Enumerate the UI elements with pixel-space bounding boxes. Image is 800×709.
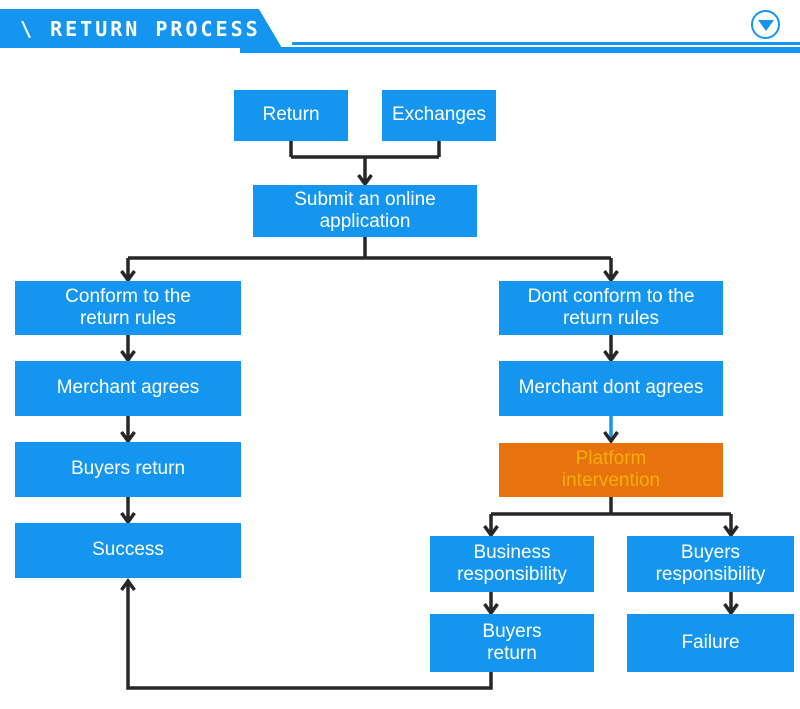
node-label: Buyers return bbox=[70, 458, 186, 480]
page-title: \ RETURN PROCESS bbox=[20, 16, 261, 41]
node-merchant-agrees: Merchant agrees bbox=[15, 361, 241, 416]
node-label: Merchant agrees bbox=[56, 377, 200, 399]
node-label: Failure bbox=[681, 631, 740, 653]
node-failure: Failure bbox=[627, 614, 794, 672]
node-buyers-return-left: Buyers return bbox=[15, 442, 241, 497]
node-label: Dont conform to the return rules bbox=[527, 285, 695, 329]
chevron-down-icon bbox=[757, 20, 774, 31]
node-submit-application: Submit an online application bbox=[253, 185, 477, 237]
node-platform-intervention: Platform intervention bbox=[499, 443, 723, 497]
scroll-down-button[interactable] bbox=[751, 10, 780, 39]
node-label: Merchant dont agrees bbox=[518, 377, 704, 399]
header-underline-thin bbox=[292, 42, 800, 45]
header-underline-thick bbox=[240, 47, 800, 53]
header-banner: \ RETURN PROCESS bbox=[0, 9, 282, 48]
node-buyers-responsibility: Buyers responsibility bbox=[627, 536, 794, 592]
node-label: Success bbox=[92, 539, 164, 561]
node-merchant-dont-agrees: Merchant dont agrees bbox=[499, 361, 723, 416]
node-return: Return bbox=[234, 90, 348, 141]
node-business-responsibility: Business responsibility bbox=[430, 536, 594, 592]
node-success: Success bbox=[15, 523, 241, 578]
node-label: Buyers responsibility bbox=[655, 541, 766, 585]
node-label: Exchanges bbox=[391, 104, 486, 126]
node-label: Return bbox=[262, 104, 320, 126]
node-label: Platform intervention bbox=[561, 447, 661, 491]
node-exchanges: Exchanges bbox=[382, 90, 496, 141]
node-label: Conform to the return rules bbox=[65, 285, 191, 329]
node-conform-rules: Conform to the return rules bbox=[15, 281, 241, 335]
node-label: Submit an online application bbox=[294, 188, 436, 232]
node-label: Buyers return bbox=[482, 620, 542, 664]
node-label: Business responsibility bbox=[457, 541, 567, 585]
node-dont-conform-rules: Dont conform to the return rules bbox=[499, 281, 723, 335]
node-buyers-return-right: Buyers return bbox=[430, 614, 594, 672]
